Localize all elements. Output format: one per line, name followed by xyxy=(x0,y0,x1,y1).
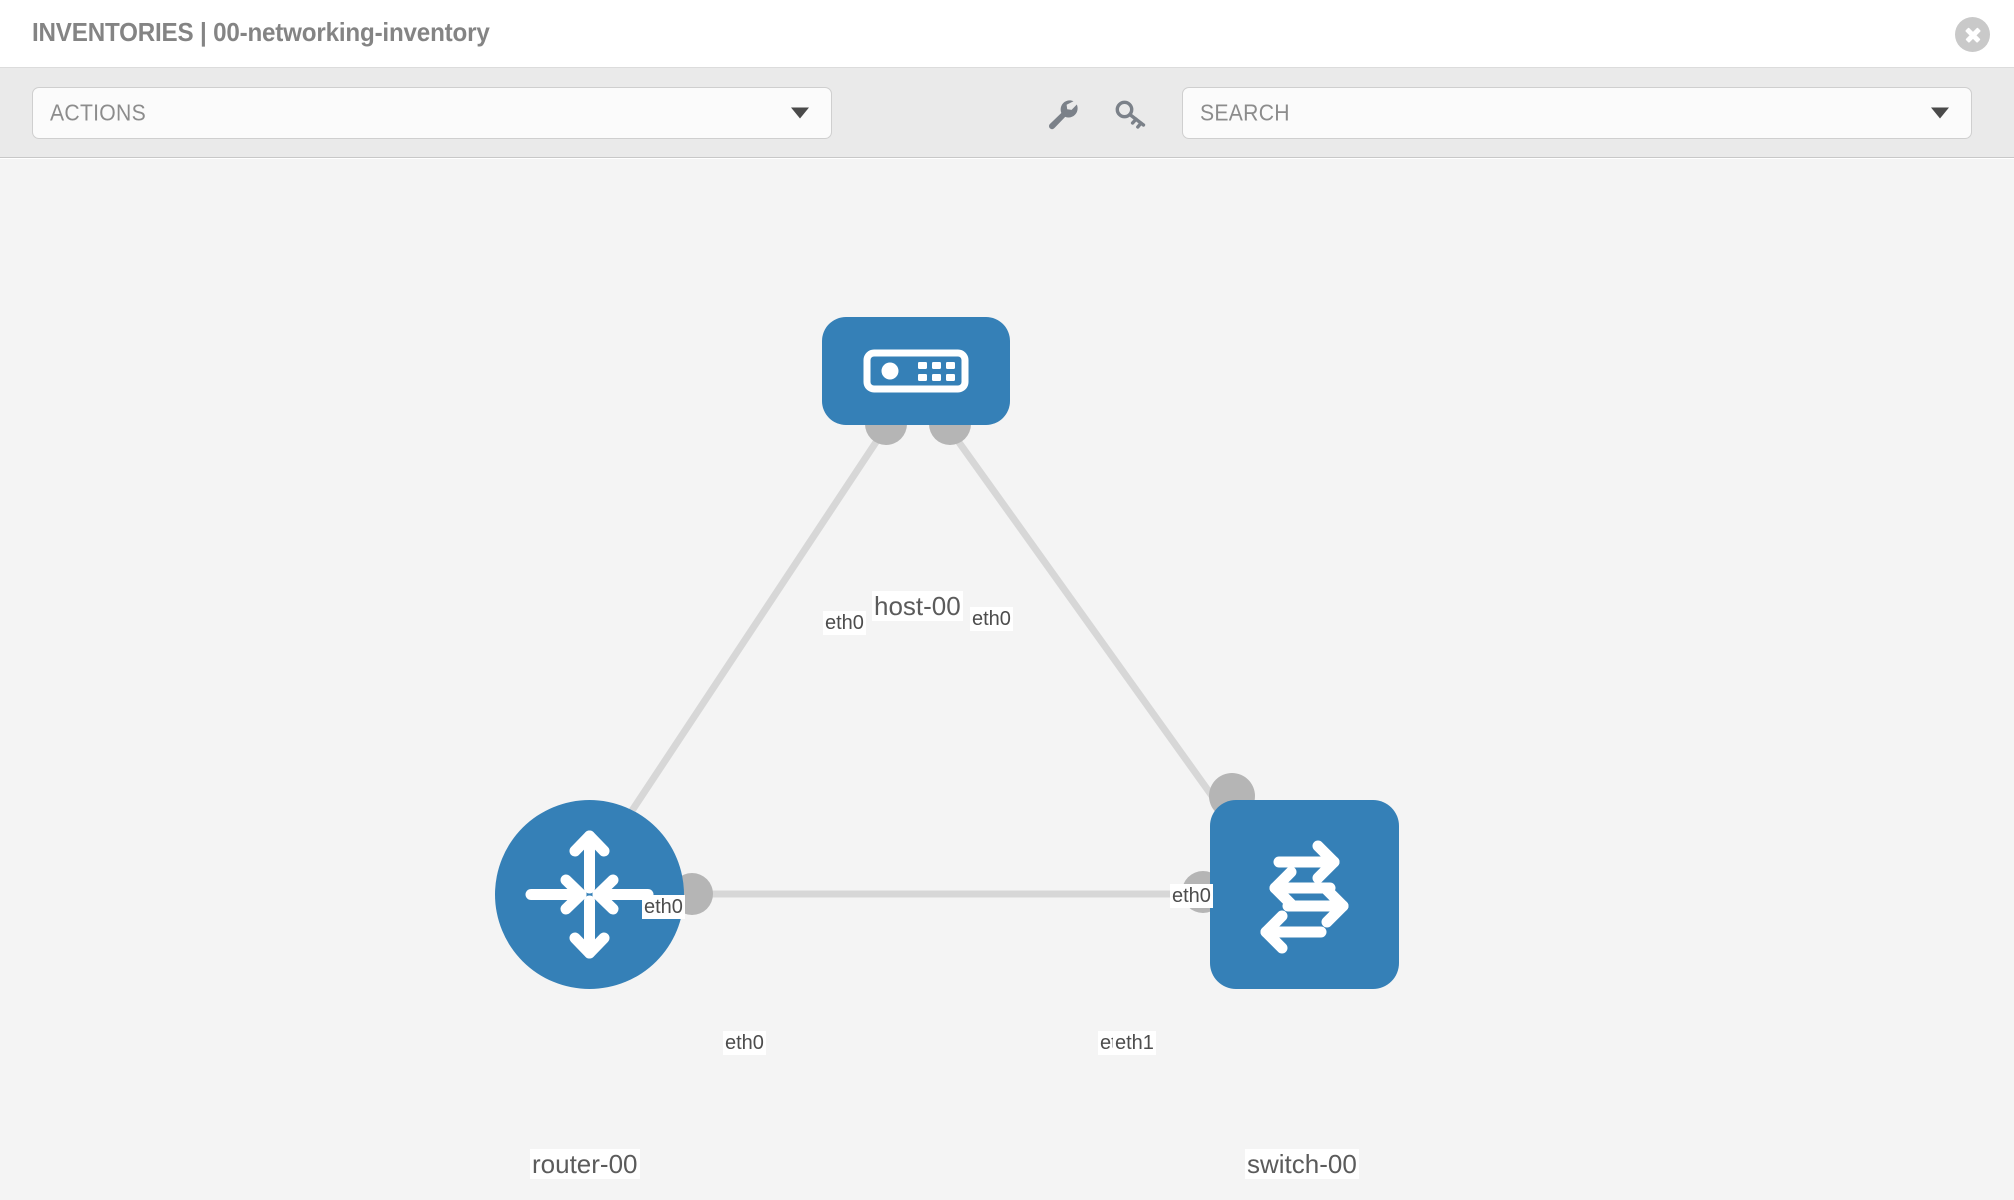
server-icon xyxy=(863,349,969,393)
link-host-router xyxy=(597,425,889,861)
chevron-down-icon xyxy=(1931,107,1949,119)
port-group xyxy=(671,403,1255,915)
router-arrows-icon xyxy=(525,830,654,959)
link-host-switch xyxy=(945,424,1253,852)
interface-label-router-right: eth0 xyxy=(723,1031,766,1055)
interface-label-switch-left-eth1: eth1 xyxy=(1113,1031,1156,1055)
node-switch-00[interactable] xyxy=(1210,800,1399,989)
link-group xyxy=(597,424,1253,898)
interface-label-host-left: eth0 xyxy=(823,611,866,635)
close-icon[interactable] xyxy=(1955,17,1990,52)
page-header: INVENTORIES | 00-networking-inventory xyxy=(0,0,2014,68)
wrench-icon[interactable] xyxy=(1043,98,1081,130)
interface-label-host-right: eth0 xyxy=(970,607,1013,631)
key-icon[interactable] xyxy=(1112,98,1150,130)
actions-dropdown-label: ACTIONS xyxy=(50,99,146,126)
node-label-host: host-00 xyxy=(872,591,963,621)
interface-label-router-up: eth0 xyxy=(642,895,685,919)
node-router-00[interactable] xyxy=(495,800,684,989)
interface-label-switch-up: eth0 xyxy=(1170,884,1213,908)
node-label-switch: switch-00 xyxy=(1245,1149,1359,1179)
page-title: INVENTORIES | 00-networking-inventory xyxy=(32,17,490,47)
node-host-00[interactable] xyxy=(822,317,1010,425)
search-input[interactable]: SEARCH xyxy=(1182,87,1972,139)
node-label-router: router-00 xyxy=(530,1149,640,1179)
actions-dropdown[interactable]: ACTIONS xyxy=(32,87,832,139)
topology-links-layer xyxy=(597,403,1255,915)
toolbar: ACTIONS SEARCH xyxy=(0,68,2014,158)
chevron-down-icon xyxy=(791,107,809,119)
switch-arrows-icon xyxy=(1260,840,1349,954)
search-placeholder: SEARCH xyxy=(1200,99,1290,126)
topology-canvas[interactable]: host-00 router-00 switch-00 eth0 eth0 et… xyxy=(0,159,2014,1200)
